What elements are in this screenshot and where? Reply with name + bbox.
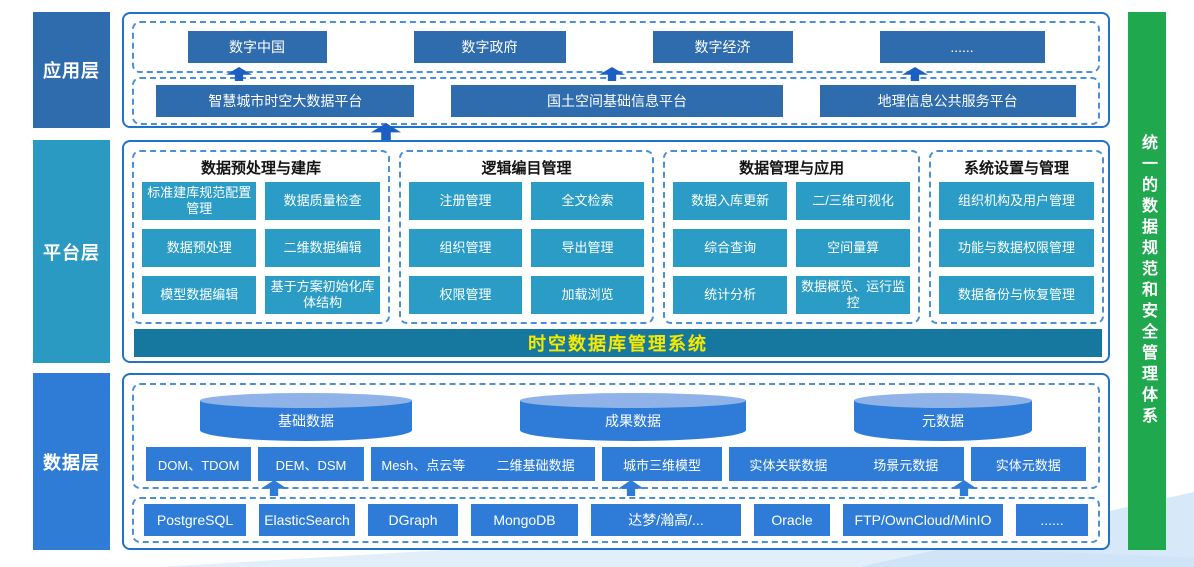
platform-module-box: 二维数据编辑 — [265, 229, 380, 267]
platform-layer-container: 数据预处理与建库 标准建库规范配置管理 数据质量检查 数据预处理 二维数据编辑 … — [122, 140, 1110, 363]
column-grid: 组织机构及用户管理 功能与数据权限管理 数据备份与恢复管理 — [939, 182, 1094, 314]
spatiotemporal-database-system-bar: 时空数据库管理系统 — [134, 329, 1102, 357]
base-data-group: DOM、TDOM DEM、DSM Mesh、点云等 — [146, 447, 476, 481]
database-box: ...... — [1016, 504, 1088, 536]
application-platform-row: 智慧城市时空大数据平台 国土空间基础信息平台 地理信息公共服务平台 — [132, 77, 1100, 125]
data-type-box: DEM、DSM — [258, 447, 364, 481]
platform-module-box: 标准建库规范配置管理 — [142, 182, 257, 220]
platform-module-box: 基于方案初始化库体结构 — [265, 276, 380, 314]
platform-module-box: 组织机构及用户管理 — [939, 182, 1094, 220]
platform-module-box: 数据入库更新 — [673, 182, 788, 220]
data-type-box: Mesh、点云等 — [370, 447, 476, 481]
data-layer-container: 基础数据 成果数据 元数据 DOM、TDOM DEM、DSM Mesh、点云等 — [122, 373, 1110, 550]
database-box: MongoDB — [471, 504, 578, 536]
vertical-bar-text: 统一的数据规范和安全管理体系 — [1139, 134, 1156, 428]
app-box-smart-city-platform: 智慧城市时空大数据平台 — [156, 85, 415, 117]
app-box-geo-info-platform: 地理信息公共服务平台 — [819, 85, 1076, 117]
data-type-box: 实体元数据 — [970, 447, 1086, 481]
data-type-box: 城市三维模型 — [602, 447, 722, 481]
platform-module-box: 数据质量检查 — [265, 182, 380, 220]
application-layer-container: 数字中国 数字政府 数字经济 ...... 智慧城市时空大数据平台 国土空间基础… — [122, 12, 1110, 128]
cylinder-metadata: 元数据 — [854, 393, 1032, 441]
database-box: PostgreSQL — [144, 504, 246, 536]
app-box-land-space-platform: 国土空间基础信息平台 — [450, 85, 783, 117]
platform-column-system-settings: 系统设置与管理 组织机构及用户管理 功能与数据权限管理 数据备份与恢复管理 — [929, 150, 1104, 324]
column-title: 系统设置与管理 — [964, 160, 1070, 177]
platform-module-box: 加载浏览 — [531, 276, 645, 314]
cylinder-row: 基础数据 成果数据 元数据 — [146, 393, 1086, 441]
platform-module-box: 二/三维可视化 — [796, 182, 911, 220]
application-top-row: 数字中国 数字政府 数字经济 ...... — [132, 21, 1100, 73]
database-box: 达梦/瀚高/... — [591, 504, 741, 536]
column-grid: 数据入库更新 二/三维可视化 综合查询 空间量算 统计分析 数据概览、运行监控 — [673, 182, 911, 314]
platform-module-box: 综合查询 — [673, 229, 788, 267]
column-grid: 标准建库规范配置管理 数据质量检查 数据预处理 二维数据编辑 模型数据编辑 基于… — [142, 182, 380, 314]
unified-standards-security-bar: 统一的数据规范和安全管理体系 — [1128, 12, 1166, 550]
data-layer-label: 数据层 — [33, 373, 110, 550]
column-title: 数据预处理与建库 — [200, 160, 321, 177]
platform-column-preprocessing: 数据预处理与建库 标准建库规范配置管理 数据质量检查 数据预处理 二维数据编辑 … — [132, 150, 390, 324]
app-box-digital-china: 数字中国 — [187, 31, 327, 63]
data-type-box: 实体关联数据 — [728, 447, 848, 481]
platform-module-box: 数据预处理 — [142, 229, 257, 267]
platform-module-box: 全文检索 — [531, 182, 645, 220]
cylinder-cap — [520, 393, 746, 408]
platform-module-box: 数据概览、运行监控 — [796, 276, 911, 314]
app-box-digital-economy: 数字经济 — [652, 31, 793, 63]
data-type-box: DOM、TDOM — [146, 447, 252, 481]
platform-columns: 数据预处理与建库 标准建库规范配置管理 数据质量检查 数据预处理 二维数据编辑 … — [132, 150, 1104, 324]
platform-module-box: 空间量算 — [796, 229, 911, 267]
platform-module-box: 数据备份与恢复管理 — [939, 276, 1094, 314]
application-layer-label: 应用层 — [33, 12, 110, 128]
cylinder-cap — [200, 393, 412, 408]
database-row: PostgreSQL ElasticSearch DGraph MongoDB … — [132, 497, 1100, 543]
platform-module-box: 组织管理 — [408, 229, 522, 267]
column-title: 数据管理与应用 — [739, 160, 845, 177]
platform-module-box: 功能与数据权限管理 — [939, 229, 1094, 267]
platform-module-box: 权限管理 — [408, 276, 522, 314]
cylinder-label: 成果数据 — [520, 400, 746, 441]
database-box: DGraph — [368, 504, 458, 536]
database-box: FTP/OwnCloud/MinIO — [843, 504, 1003, 536]
platform-module-box: 注册管理 — [408, 182, 522, 220]
app-box-ellipsis: ...... — [879, 31, 1045, 63]
database-box: Oracle — [754, 504, 830, 536]
column-grid: 注册管理 全文检索 组织管理 导出管理 权限管理 加载浏览 — [408, 182, 645, 314]
database-box: ElasticSearch — [259, 504, 355, 536]
platform-column-catalog: 逻辑编目管理 注册管理 全文检索 组织管理 导出管理 权限管理 加载浏览 — [398, 150, 655, 324]
data-type-box: 场景元数据 — [848, 447, 964, 481]
column-title: 逻辑编目管理 — [481, 160, 572, 177]
result-data-group: 二维基础数据 城市三维模型 实体关联数据 — [476, 447, 848, 481]
platform-module-box: 导出管理 — [531, 229, 645, 267]
cylinder-result-data: 成果数据 — [520, 393, 746, 441]
platform-module-box: 统计分析 — [673, 276, 788, 314]
cylinder-base-data: 基础数据 — [200, 393, 412, 441]
data-types-panel: 基础数据 成果数据 元数据 DOM、TDOM DEM、DSM Mesh、点云等 — [132, 383, 1100, 489]
platform-column-data-management: 数据管理与应用 数据入库更新 二/三维可视化 综合查询 空间量算 统计分析 数据… — [663, 150, 921, 324]
data-type-row: DOM、TDOM DEM、DSM Mesh、点云等 二维基础数据 城市三维模型 … — [146, 447, 1086, 481]
data-type-box: 二维基础数据 — [476, 447, 596, 481]
platform-layer-label: 平台层 — [33, 140, 110, 363]
platform-module-box: 模型数据编辑 — [142, 276, 257, 314]
metadata-group: 场景元数据 实体元数据 — [848, 447, 1086, 481]
app-box-digital-government: 数字政府 — [413, 31, 566, 63]
cylinder-cap — [854, 393, 1032, 408]
